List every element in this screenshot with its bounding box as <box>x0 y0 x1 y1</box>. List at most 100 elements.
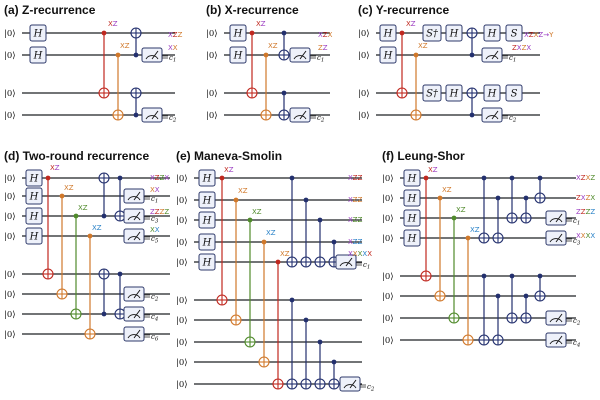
classical-bit-label: c1 <box>573 217 580 227</box>
measurement-box <box>123 286 145 302</box>
meter-needle-icon <box>299 110 307 120</box>
gate-label: H <box>202 258 212 269</box>
control-dot <box>115 52 121 58</box>
pauli-annotation: XX <box>150 226 160 234</box>
measurement-box <box>335 254 357 270</box>
measurement-box <box>141 47 163 63</box>
pauli-annotation: XZ <box>456 206 466 214</box>
pauli-annotation: XZZ <box>348 174 363 182</box>
control-dot <box>289 175 295 181</box>
gate-label: H <box>29 212 39 223</box>
gate-h <box>198 233 216 251</box>
meter-needle-icon <box>151 50 159 60</box>
gate-h <box>198 191 216 209</box>
measurement-box <box>123 228 145 244</box>
pauli-annotation: XZ <box>78 204 88 212</box>
control-dot <box>101 213 107 219</box>
meter-needle-icon <box>491 110 499 120</box>
ket-zero: |0⟩ <box>4 51 16 61</box>
pauli-annotation: XZ <box>470 226 480 234</box>
ket-zero: |0⟩ <box>4 111 16 121</box>
pauli-annotation: XZ <box>256 20 266 28</box>
measurement-box <box>481 107 503 123</box>
pauli-annotation: XZ <box>428 166 438 174</box>
measurement-box <box>545 310 567 326</box>
control-dot <box>101 311 107 317</box>
meter-arc-icon <box>549 218 563 223</box>
pauli-annotation: XZZ <box>348 196 363 204</box>
meter-needle-icon <box>555 233 563 243</box>
pauli-annotation: XZ <box>224 166 234 174</box>
control-dot <box>117 271 123 277</box>
classical-bit-label: c1 <box>509 54 516 64</box>
control-dot <box>537 273 543 279</box>
gate-h <box>403 169 421 187</box>
ket-zero: |0⟩ <box>4 174 16 184</box>
measurement-box <box>123 208 145 224</box>
gate-label: H <box>487 29 497 40</box>
gate-label: H <box>29 232 39 243</box>
pauli-annotation: XZ <box>266 229 276 237</box>
gate-label: H <box>407 214 417 225</box>
control-dot <box>133 112 139 118</box>
meter-needle-icon <box>133 329 141 339</box>
control-dot <box>423 175 429 181</box>
pauli-annotation: ZXZX <box>512 44 531 52</box>
meter-needle-icon <box>299 50 307 60</box>
meter-arc-icon <box>293 115 307 120</box>
control-dot <box>87 233 93 239</box>
control-dot <box>219 175 225 181</box>
gate-h <box>483 84 501 102</box>
measurement-box <box>141 107 163 123</box>
pauli-annotation: XZ <box>252 208 262 216</box>
panel-title-e: (e) Maneva-Smolin <box>176 149 282 163</box>
gate-label: H <box>202 174 212 185</box>
meter-arc-icon <box>145 55 159 60</box>
classical-bit-label: c1 <box>169 54 176 64</box>
ket-zero: |0⟩ <box>206 29 218 39</box>
control-dot <box>45 175 51 181</box>
gate-h <box>29 46 47 64</box>
pauli-annotation: XZ <box>92 224 102 232</box>
ket-zero: |0⟩ <box>382 314 394 324</box>
meter-needle-icon <box>133 309 141 319</box>
meter-needle-icon <box>491 50 499 60</box>
ket-zero: |0⟩ <box>382 272 394 282</box>
classical-bit-label: c2 <box>151 293 159 303</box>
meter-arc-icon <box>127 236 141 241</box>
gate-s <box>505 24 523 42</box>
gate-label: H <box>487 89 497 100</box>
gate-label: S <box>511 29 518 40</box>
meter-arc-icon <box>127 314 141 319</box>
gate-label: H <box>233 29 243 40</box>
gate-h <box>403 189 421 207</box>
pauli-annotation: XZ <box>280 250 290 258</box>
gate-h <box>229 24 247 42</box>
measurement-box <box>123 326 145 342</box>
control-dot <box>495 293 501 299</box>
ket-zero: |0⟩ <box>206 51 218 61</box>
control-dot <box>331 239 337 245</box>
control-dot <box>331 359 337 365</box>
control-dot <box>281 30 287 36</box>
pauli-annotation: XZ <box>406 20 416 28</box>
classical-bit-label: c1 <box>363 261 370 271</box>
ket-zero: |0⟩ <box>176 238 188 248</box>
control-dot <box>73 213 79 219</box>
classical-bit-label: c2 <box>509 114 517 124</box>
pauli-annotation: XZX <box>318 31 333 39</box>
gate-label: H <box>449 29 459 40</box>
gate-h <box>403 229 421 247</box>
control-dot <box>465 235 471 241</box>
control-dot <box>481 273 487 279</box>
meter-needle-icon <box>133 191 141 201</box>
meter-needle-icon <box>555 213 563 223</box>
ket-zero: |0⟩ <box>176 380 188 390</box>
classical-bit-label: c2 <box>367 383 375 393</box>
classical-bit-label: c4 <box>573 339 581 349</box>
ket-zero: |0⟩ <box>206 89 218 99</box>
gate-label: H <box>202 196 212 207</box>
classical-bit-label: c5 <box>151 235 159 245</box>
control-dot <box>437 195 443 201</box>
